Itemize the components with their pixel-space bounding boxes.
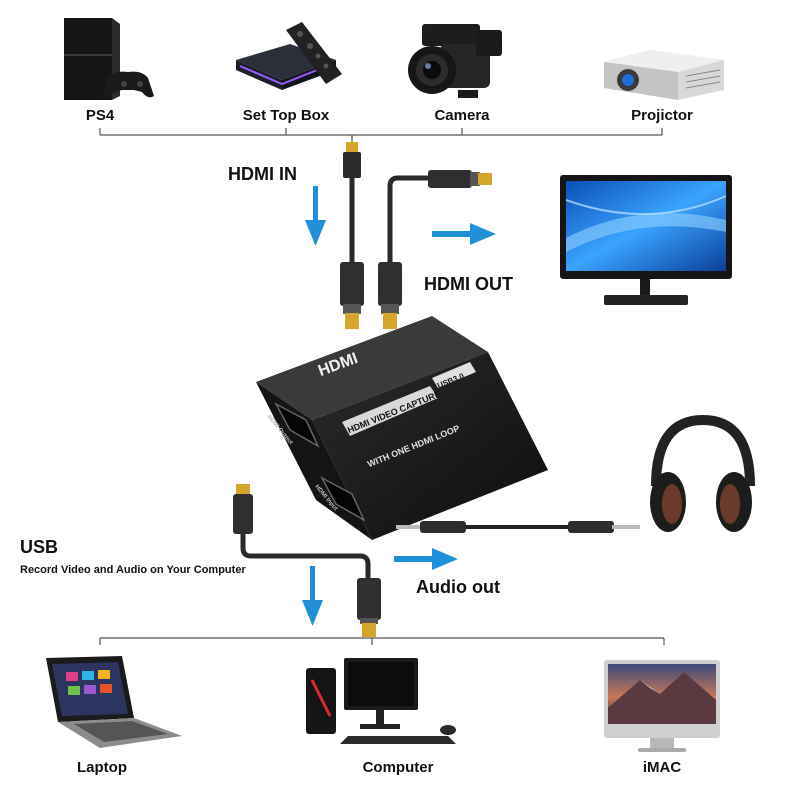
- destination-label-imac: iMAC: [642, 759, 682, 776]
- hdmi-in-label: HDMI IN: [228, 164, 297, 184]
- hdmi-out-arrow: [432, 223, 496, 245]
- source-label-camera: Camera: [434, 107, 490, 124]
- desktop-computer-icon: [306, 658, 456, 744]
- hdmi-in-cable: [340, 142, 364, 329]
- audio-out-label: Audio out: [416, 577, 500, 597]
- destination-label-computer: Computer: [362, 759, 434, 776]
- hdmi-out-label: HDMI OUT: [424, 274, 513, 294]
- capture-device: [256, 316, 548, 540]
- usb-label: USB: [20, 537, 59, 557]
- source-label-projector: Projictor: [631, 107, 693, 124]
- source-label-ps4: PS4: [85, 107, 115, 124]
- camera-icon: [408, 24, 502, 98]
- audio-out-arrow: [394, 548, 458, 570]
- projector-icon: [604, 50, 724, 100]
- destination-label-laptop: Laptop: [77, 759, 127, 776]
- hdmi-out-cable: [378, 170, 492, 329]
- set-top-box-icon: [236, 22, 342, 90]
- audio-cable: [396, 521, 640, 533]
- headphones-icon: [650, 414, 755, 532]
- imac-icon: [604, 660, 720, 752]
- usb-caption: Record Video and Audio on Your Computer: [20, 564, 246, 576]
- monitor-icon: [560, 175, 732, 305]
- hdmi-output-port: [274, 402, 320, 448]
- hdmi-input-port: [320, 476, 366, 522]
- ps4-console-icon: [64, 18, 154, 100]
- source-bracket: [99, 128, 663, 148]
- usb-cable: [233, 484, 381, 637]
- hdmi-in-arrow: [305, 186, 326, 246]
- laptop-icon: [46, 656, 182, 748]
- source-label-set-top-box: Set Top Box: [242, 107, 330, 124]
- usb-down-arrow: [302, 566, 323, 626]
- destination-bracket: [99, 637, 665, 645]
